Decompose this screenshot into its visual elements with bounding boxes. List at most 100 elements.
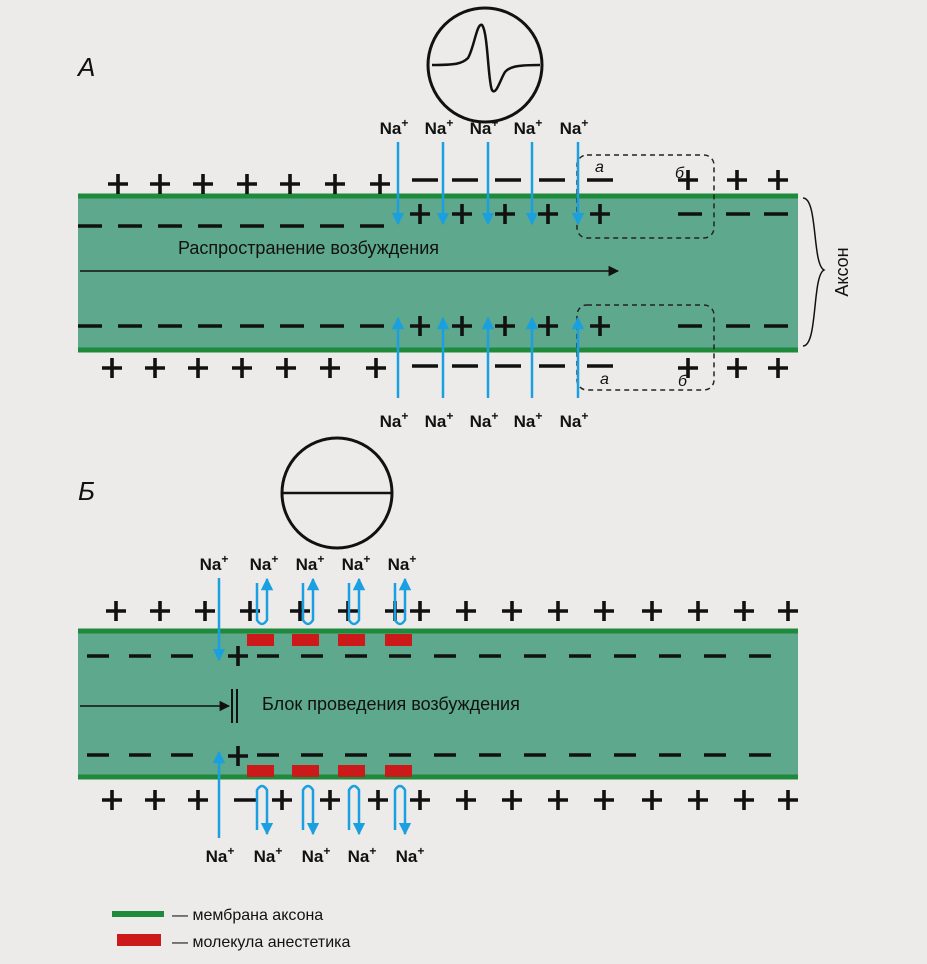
block-label: Блок проведения возбуждения: [262, 694, 520, 714]
plus-sign: [768, 170, 788, 190]
plus-sign: [410, 316, 430, 336]
sodium-ion-label: Na+: [250, 552, 279, 574]
sodium-ion-label: Na+: [296, 552, 325, 574]
zone-b-label-top: б: [675, 165, 685, 182]
plus-sign: [768, 358, 788, 378]
plus-sign: [410, 601, 430, 621]
sodium-ion-label: Na+: [388, 552, 417, 574]
oscilloscope-flat-icon: [280, 436, 394, 550]
plus-sign: [688, 790, 708, 810]
ion-repelled-arrow: [393, 784, 412, 836]
panel-a: А Распространение возбуждения Аксон а б …: [76, 6, 852, 431]
ion-repelled-arrow: [301, 784, 320, 836]
plus-sign: [290, 601, 310, 621]
plus-sign: [237, 174, 257, 194]
sodium-ion-label: Na+: [470, 409, 499, 431]
plus-sign: [502, 601, 522, 621]
sodium-ion-label: Na+: [514, 409, 543, 431]
anesthetic-molecule: [385, 634, 412, 646]
plus-sign: [590, 316, 610, 336]
legend-anesthetic-text: — молекула анестетика: [172, 934, 351, 951]
plus-sign: [145, 358, 165, 378]
plus-sign: [495, 204, 515, 224]
plus-sign: [642, 790, 662, 810]
plus-sign: [145, 790, 165, 810]
propagation-label: Распространение возбуждения: [178, 238, 439, 258]
sodium-ion-label: Na+: [425, 116, 454, 138]
legend-membrane-text: — мембрана аксона: [172, 907, 323, 924]
ion-repelled-arrow: [393, 577, 412, 626]
sodium-ion-label: Na+: [348, 844, 377, 866]
plus-sign: [538, 204, 558, 224]
plus-sign: [642, 601, 662, 621]
sodium-ions-b: Na+Na+Na+Na+Na+Na+Na+Na+Na+Na+: [200, 552, 425, 866]
legend-anesthetic-swatch: [117, 934, 161, 946]
plus-sign: [456, 790, 476, 810]
plus-sign: [106, 601, 126, 621]
plus-sign: [320, 358, 340, 378]
zone-a-label-bottom: а: [600, 371, 609, 388]
sodium-ion-label: Na+: [302, 844, 331, 866]
sodium-ion-label: Na+: [470, 116, 499, 138]
ion-repelled-arrow: [255, 577, 274, 626]
sodium-ion-label: Na+: [560, 409, 589, 431]
plus-sign: [410, 790, 430, 810]
plus-sign: [188, 790, 208, 810]
plus-sign: [188, 358, 208, 378]
sodium-ion-label: Na+: [380, 409, 409, 431]
panel-b: Б Блок проведения возбуждения Na+ Na+ Na+ N…: [78, 436, 798, 866]
plus-sign: [548, 790, 568, 810]
plus-sign: [195, 601, 215, 621]
plus-sign: [370, 174, 390, 194]
plus-sign: [734, 790, 754, 810]
plus-sign: [734, 601, 754, 621]
sodium-ion-label: Na+: [342, 552, 371, 574]
plus-sign: [495, 316, 515, 336]
plus-sign: [502, 790, 522, 810]
plus-sign: [276, 358, 296, 378]
plus-sign: [678, 170, 698, 190]
plus-sign: [548, 601, 568, 621]
sodium-ion-label: Na+: [396, 844, 425, 866]
anesthetic-molecule: [247, 765, 274, 777]
plus-sign: [452, 204, 472, 224]
sodium-ions-a: Na+ Na+ Na+ Na+ Na+ Na+ Na+ Na+ Na+ Na+: [380, 116, 589, 431]
plus-sign: [325, 174, 345, 194]
charge-signs-b: [87, 601, 798, 810]
plus-sign: [193, 174, 213, 194]
panel-b-letter: Б: [78, 476, 95, 506]
plus-sign: [590, 204, 610, 224]
ion-repelled-arrow: [347, 577, 366, 626]
plus-sign: [108, 174, 128, 194]
legend-membrane-swatch: [112, 911, 164, 917]
plus-sign: [778, 790, 798, 810]
plus-sign: [102, 790, 122, 810]
zone-box-top: [576, 154, 715, 239]
plus-sign: [232, 358, 252, 378]
plus-sign: [456, 601, 476, 621]
anesthetic-molecule: [385, 765, 412, 777]
plus-sign: [366, 358, 386, 378]
plus-sign: [452, 316, 472, 336]
anesthetic-molecule: [338, 765, 365, 777]
plus-sign: [368, 790, 388, 810]
sodium-ion-label: Na+: [206, 844, 235, 866]
plus-sign: [228, 646, 248, 666]
charge-signs-a: [78, 170, 788, 378]
plus-sign: [150, 601, 170, 621]
zone-a-label-top: а: [595, 159, 604, 176]
plus-sign: [280, 174, 300, 194]
plus-sign: [102, 358, 122, 378]
plus-sign: [410, 204, 430, 224]
sodium-ion-label: Na+: [425, 409, 454, 431]
plus-sign: [320, 790, 340, 810]
sodium-ion-label: Na+: [560, 116, 589, 138]
plus-sign: [727, 358, 747, 378]
sodium-ion-label: Na+: [380, 116, 409, 138]
zone-b-label-bottom: б: [678, 373, 688, 390]
anesthetic-molecule: [292, 634, 319, 646]
sodium-ion-label: Na+: [514, 116, 543, 138]
plus-sign: [727, 170, 747, 190]
plus-sign: [538, 316, 558, 336]
plus-sign: [272, 790, 292, 810]
